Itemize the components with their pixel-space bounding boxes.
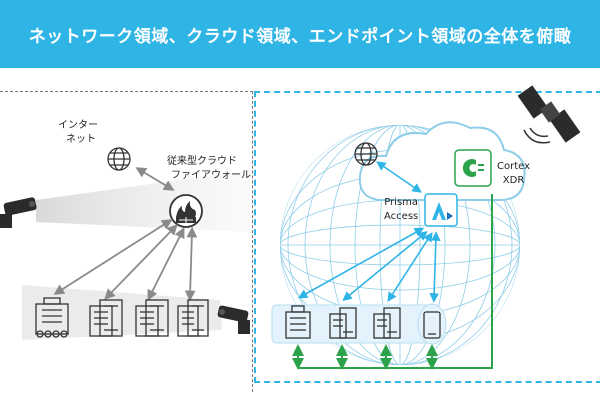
page-title: ネットワーク領域、クラウド領域、エンドポイント領域の全体を俯瞰 bbox=[28, 26, 572, 47]
office-building-icon bbox=[177, 299, 209, 337]
office-building-icon bbox=[135, 299, 169, 337]
security-camera-icon bbox=[0, 197, 37, 228]
internet-label-line2: ネット bbox=[66, 134, 96, 145]
prisma-label-line2: Access bbox=[384, 211, 419, 222]
office-building-icon bbox=[35, 297, 69, 338]
satellite-icon bbox=[517, 85, 581, 144]
firewall-label-line2: ファイアウォール bbox=[171, 170, 251, 181]
cortex-xdr-label: Cortex XDR bbox=[497, 160, 530, 188]
gray-arrows bbox=[53, 167, 198, 302]
security-camera-icon bbox=[217, 305, 250, 334]
globe-icon bbox=[107, 147, 131, 171]
prisma-label-line1: Prisma bbox=[384, 197, 419, 208]
header-banner: ネットワーク領域、クラウド領域、エンドポイント領域の全体を俯瞰 bbox=[0, 0, 600, 68]
internet-label: インター ネット bbox=[58, 119, 98, 147]
firewall-icon bbox=[169, 194, 203, 228]
office-building-icon bbox=[285, 305, 311, 339]
prisma-access-icon bbox=[424, 193, 458, 227]
internet-label-line1: インター bbox=[58, 120, 98, 131]
office-building-icon bbox=[373, 307, 401, 339]
cortex-label-line2: XDR bbox=[502, 175, 525, 186]
cortex-label-line1: Cortex bbox=[497, 161, 531, 172]
prisma-access-label: Prisma Access bbox=[384, 196, 418, 224]
firewall-label: 従来型クラウド ファイアウォール bbox=[167, 155, 251, 183]
green-arrows bbox=[292, 194, 493, 370]
firewall-label-line1: 従来型クラウド bbox=[167, 156, 237, 167]
office-building-icon bbox=[89, 299, 123, 337]
globe-icon bbox=[354, 142, 378, 166]
office-building-icon bbox=[329, 307, 357, 339]
blue-arrows bbox=[297, 161, 441, 303]
cortex-xdr-icon bbox=[454, 149, 492, 187]
smartphone-icon bbox=[423, 311, 441, 339]
